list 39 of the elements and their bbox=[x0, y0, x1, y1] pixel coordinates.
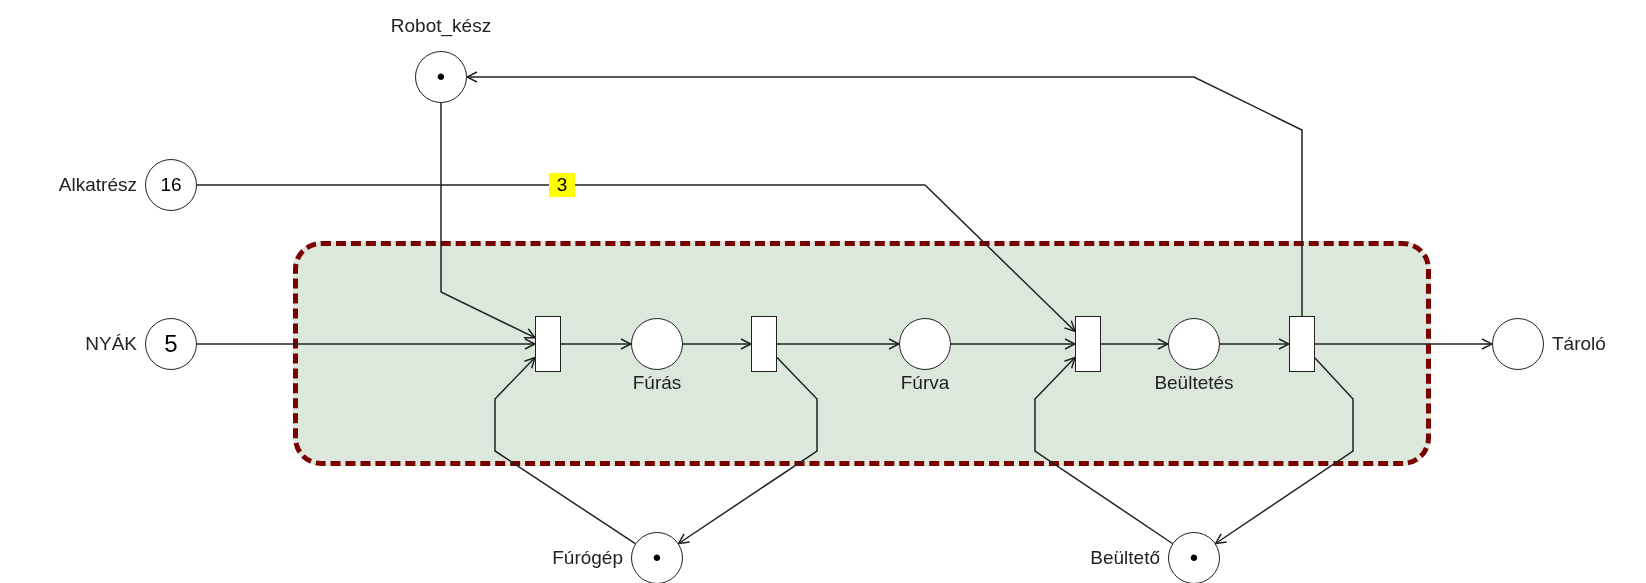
arc-arrow bbox=[196, 184, 1076, 333]
arc-arrow bbox=[494, 356, 637, 545]
place-name: Tároló bbox=[1552, 333, 1606, 355]
transition-bar bbox=[1075, 316, 1101, 372]
arc-arrow bbox=[677, 356, 818, 545]
arc-arrow bbox=[950, 338, 1076, 350]
arc-arrow bbox=[560, 338, 632, 350]
place-circle bbox=[631, 318, 683, 370]
place-circle: • bbox=[631, 532, 683, 583]
arc-arrow bbox=[466, 71, 1303, 317]
place-name: Fúrógép bbox=[552, 547, 623, 569]
arc-arrow bbox=[776, 338, 900, 350]
transition-bar bbox=[751, 316, 777, 372]
place-circle bbox=[899, 318, 951, 370]
transition-bar bbox=[1289, 316, 1315, 372]
arc-weight-label: 3 bbox=[548, 173, 576, 197]
place-name: NYÁK bbox=[85, 333, 137, 355]
arc-arrow bbox=[682, 338, 752, 350]
arc-arrow bbox=[1100, 338, 1169, 350]
place-name: Alkatrész bbox=[58, 174, 137, 196]
place-circle: 5 bbox=[145, 318, 197, 370]
place-circle: 16 bbox=[145, 159, 197, 211]
place-name: Beültetés bbox=[1154, 372, 1234, 394]
group-region bbox=[293, 241, 1431, 466]
place-name: Robot_kész bbox=[390, 15, 492, 37]
place-circle bbox=[1492, 318, 1544, 370]
arc-arrow bbox=[1214, 357, 1354, 545]
place-name: Beültető bbox=[1090, 547, 1160, 569]
transition-bar bbox=[535, 316, 561, 372]
arc-arrow bbox=[1314, 338, 1493, 350]
arc-arrow bbox=[1034, 356, 1174, 545]
arc-arrow bbox=[1219, 338, 1290, 350]
arc-arrow bbox=[440, 102, 536, 339]
place-name: Fúrva bbox=[900, 372, 950, 394]
place-name: Fúrás bbox=[632, 372, 682, 394]
place-circle: • bbox=[415, 51, 467, 103]
place-circle: • bbox=[1168, 532, 1220, 583]
arc-arrow bbox=[196, 338, 536, 350]
place-circle bbox=[1168, 318, 1220, 370]
